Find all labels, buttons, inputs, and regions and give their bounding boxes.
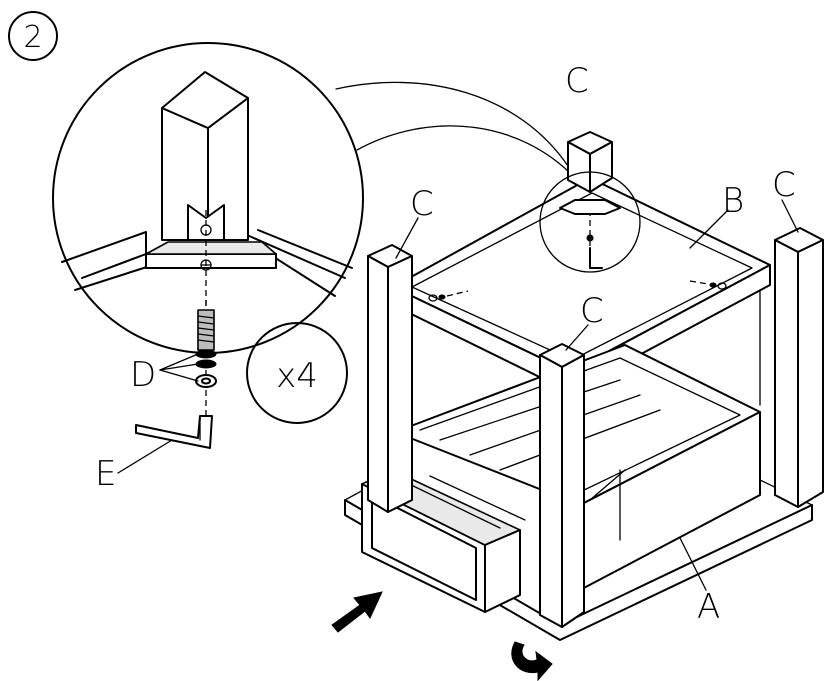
label-c-top: C [565,61,589,101]
washers [195,349,217,388]
leg-back-right [774,227,824,508]
detail-leaders [335,81,576,179]
bolt [197,309,215,351]
leg-back-top [567,131,613,193]
label-c-center: C [580,291,604,331]
label-c-right: C [772,165,796,205]
furniture-assembly [344,131,824,641]
hardware-set: D E [95,300,217,494]
label-a: A [697,587,720,627]
label-c-left: C [410,184,434,224]
leg-front-center [539,343,585,628]
detail-magnifier [52,42,364,354]
label-e: E [95,454,116,494]
rotate-arrow-icon [511,641,553,681]
step-circle-icon [8,11,58,61]
quantity-label: x4 [276,356,318,396]
leg-front-left [367,244,413,513]
label-d: D [130,355,156,395]
step-number: 2 [23,20,42,55]
quantity-circle [246,322,348,424]
action-arrows [331,591,553,681]
joint-detail-circle [539,171,641,273]
frame-bolts [428,200,727,302]
quantity-badge: x4 [246,322,348,424]
label-b: B [722,181,744,221]
part-labels: C C C C B A [395,61,799,627]
push-arrow-icon [331,591,383,633]
allen-key-icon [135,415,213,449]
step-badge: 2 [8,11,58,61]
